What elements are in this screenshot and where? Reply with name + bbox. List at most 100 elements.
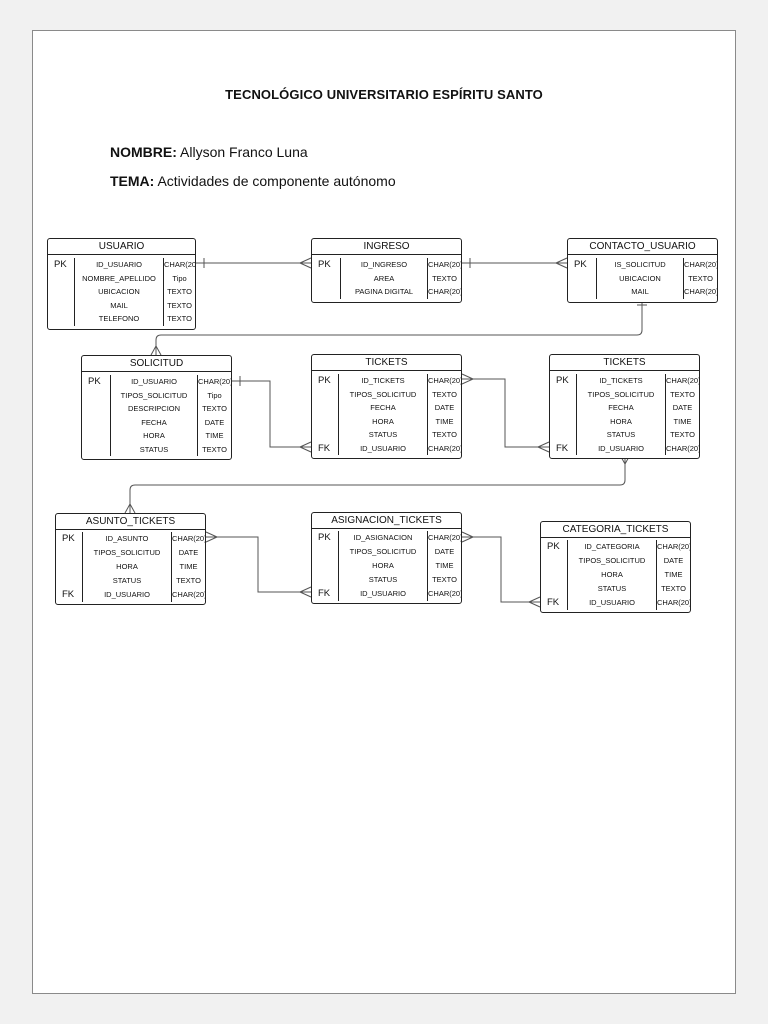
entity-title: ASIGNACION_TICKETS: [312, 513, 461, 529]
field-type: TEXTO: [670, 389, 695, 399]
field-name: ID_TICKETS: [599, 376, 643, 385]
field-key: PK: [62, 533, 75, 544]
field-key: [312, 428, 338, 442]
field-key: [56, 560, 82, 574]
field-type: TEXTO: [176, 576, 201, 585]
field-type: CHAR(20): [428, 443, 461, 453]
entity-column-key: PK: [312, 258, 341, 299]
entity-title: CONTACTO_USUARIO: [568, 239, 717, 255]
field-key: [82, 389, 110, 403]
many-marker: [537, 441, 550, 453]
field-key: PK: [318, 532, 331, 543]
field-name: MAIL: [631, 287, 649, 296]
field-type: DATE: [434, 403, 455, 412]
field-key: [82, 416, 110, 430]
field-key: [48, 312, 74, 326]
field-key: [82, 443, 110, 457]
field-name: ID_USUARIO: [360, 443, 406, 453]
field-name: STATUS: [139, 444, 169, 454]
field-key: [82, 429, 110, 443]
field-name: ID_USUARIO: [104, 590, 150, 599]
name-line: NOMBRE: Allyson Franco Luna: [110, 144, 308, 160]
field-name: STATUS: [606, 430, 636, 439]
field-type: CHAR(20): [172, 534, 205, 543]
entity-title: USUARIO: [48, 239, 195, 255]
field-name: UBICACION: [619, 273, 661, 283]
field-type: DATE: [204, 417, 225, 427]
field-name: ID_CATEGORIA: [584, 542, 640, 551]
field-key: PK: [54, 259, 67, 270]
field-name: TIPOS_SOLICITUD: [93, 548, 161, 557]
field-type: DATE: [434, 547, 455, 556]
entity-title: TICKETS: [312, 355, 461, 371]
field-name: FECHA: [370, 403, 396, 412]
many-marker: [528, 596, 541, 608]
many-marker: [461, 531, 474, 543]
field-type: CHAR(20): [684, 287, 717, 296]
field-type: TEXTO: [432, 430, 457, 439]
field-type: TEXTO: [167, 300, 192, 310]
field-name: TIPOS_SOLICITUD: [349, 547, 417, 556]
field-type: CHAR(20): [198, 377, 231, 386]
field-key: [48, 299, 74, 313]
many-marker: [150, 345, 162, 356]
field-type: DATE: [672, 403, 693, 412]
field-name: TIPOS_SOLICITUD: [578, 556, 646, 565]
field-key: [312, 545, 338, 559]
field-type: TIME: [673, 416, 692, 426]
entity-contacto-usuario-2: CONTACTO_USUARIO PK IS_SOLICITUD UBICACION M…: [567, 238, 718, 303]
field-type: TEXTO: [661, 584, 686, 593]
entity-column-key: PK: [568, 258, 597, 299]
link-asunto-asignacion: [206, 536, 311, 593]
field-key: [550, 428, 576, 442]
field-name: IS_SOLICITUD: [614, 260, 666, 269]
field-name: FECHA: [608, 403, 634, 412]
field-key: [550, 415, 576, 429]
field-type: CHAR(20): [172, 590, 205, 599]
entity-title: CATEGORIA_TICKETS: [541, 522, 690, 538]
field-type: CHAR(20): [428, 589, 461, 598]
field-key: PK: [318, 259, 331, 270]
entity-title: INGRESO: [312, 239, 461, 255]
field-name: PAGINA DIGITAL: [354, 287, 414, 296]
field-key: [312, 285, 340, 299]
field-type: CHAR(20): [684, 260, 717, 269]
entity-title: ASUNTO_TICKETS: [56, 514, 205, 530]
field-type: TEXTO: [167, 314, 192, 323]
field-key: [82, 402, 110, 416]
field-key: [550, 388, 576, 402]
entity-column-name: IS_SOLICITUD UBICACION MAIL: [597, 258, 684, 299]
field-key: FK: [62, 589, 75, 600]
many-marker: [299, 586, 312, 598]
entity-fields: PK IS_SOLICITUD UBICACION MAIL CHAR(20)TEXTO…: [568, 255, 717, 302]
field-name: AREA: [373, 273, 395, 283]
field-type: TEXTO: [202, 444, 227, 454]
field-type: TIME: [435, 561, 454, 570]
field-name: STATUS: [368, 575, 398, 584]
field-name: HORA: [372, 561, 394, 570]
field-name: STATUS: [597, 584, 627, 593]
field-type: CHAR(20): [666, 443, 699, 453]
entity-column-key: PK: [82, 375, 111, 456]
field-type: CHAR(20): [428, 287, 461, 296]
entity-column-key: PK FK: [56, 532, 83, 602]
